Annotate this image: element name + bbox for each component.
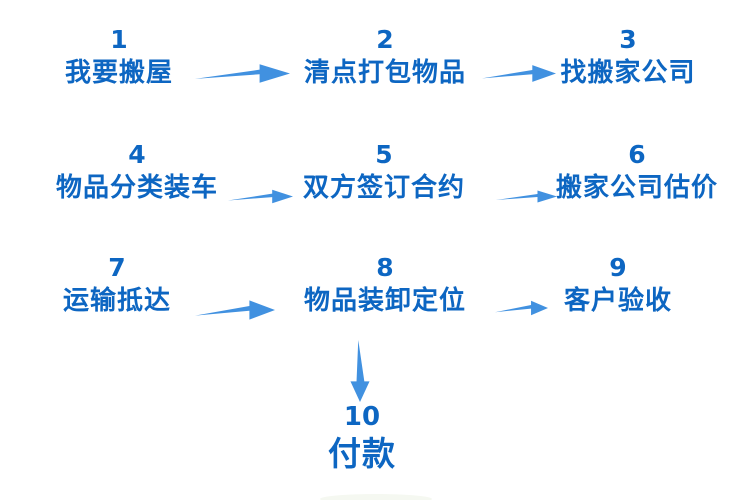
step-4: 4 物品分类装车 — [55, 140, 219, 204]
step-8: 8 物品装卸定位 — [303, 253, 467, 317]
step-3-label: 找搬家公司 — [560, 58, 696, 88]
step-9-number: 9 — [609, 253, 627, 282]
step-7: 7 运输抵达 — [62, 253, 172, 317]
step-2-number: 2 — [376, 25, 394, 54]
step-7-number: 7 — [108, 253, 126, 282]
step-9: 9 客户验收 — [563, 253, 673, 317]
step-3: 3 找搬家公司 — [560, 25, 696, 89]
step-1-label: 我要搬屋 — [64, 58, 174, 88]
step-4-number: 4 — [128, 140, 146, 169]
step-1: 1 我要搬屋 — [64, 25, 174, 89]
arrow-step4-to-step5-icon — [228, 189, 293, 204]
cutoff-bottom-shape — [320, 494, 432, 500]
step-9-label: 客户验收 — [563, 286, 673, 316]
arrow-shape — [482, 65, 556, 82]
step-2: 2 清点打包物品 — [303, 25, 467, 89]
step-8-number: 8 — [376, 253, 394, 282]
step-1-number: 1 — [110, 25, 128, 54]
step-10-number: 10 — [343, 402, 381, 432]
arrow-step8-to-step10-icon — [350, 340, 370, 402]
arrow-shape — [350, 340, 370, 402]
step-5-number: 5 — [375, 140, 393, 169]
arrow-step1-to-step2-icon — [195, 64, 290, 83]
step-8-label: 物品装卸定位 — [303, 286, 467, 316]
arrow-shape — [195, 64, 290, 83]
step-6-label: 搬家公司估价 — [555, 173, 719, 203]
arrow-shape — [195, 300, 275, 320]
arrow-shape — [228, 189, 293, 204]
step-6: 6 搬家公司估价 — [555, 140, 719, 204]
step-5: 5 双方签订合约 — [302, 140, 466, 204]
arrow-step5-to-step6-icon — [496, 190, 557, 203]
step-6-number: 6 — [628, 140, 646, 169]
step-10-label: 付款 — [328, 434, 396, 473]
step-3-number: 3 — [619, 25, 637, 54]
step-4-label: 物品分类装车 — [55, 173, 219, 203]
step-5-label: 双方签订合约 — [302, 173, 466, 203]
arrow-shape — [495, 300, 548, 316]
arrow-shape — [496, 190, 557, 203]
arrow-step2-to-step3-icon — [482, 65, 556, 82]
step-10: 10 付款 — [328, 403, 396, 472]
step-2-label: 清点打包物品 — [303, 58, 467, 88]
step-7-label: 运输抵达 — [62, 286, 172, 316]
arrow-step8-to-step9-icon — [495, 300, 548, 316]
arrow-step7-to-step8-icon — [195, 300, 275, 320]
